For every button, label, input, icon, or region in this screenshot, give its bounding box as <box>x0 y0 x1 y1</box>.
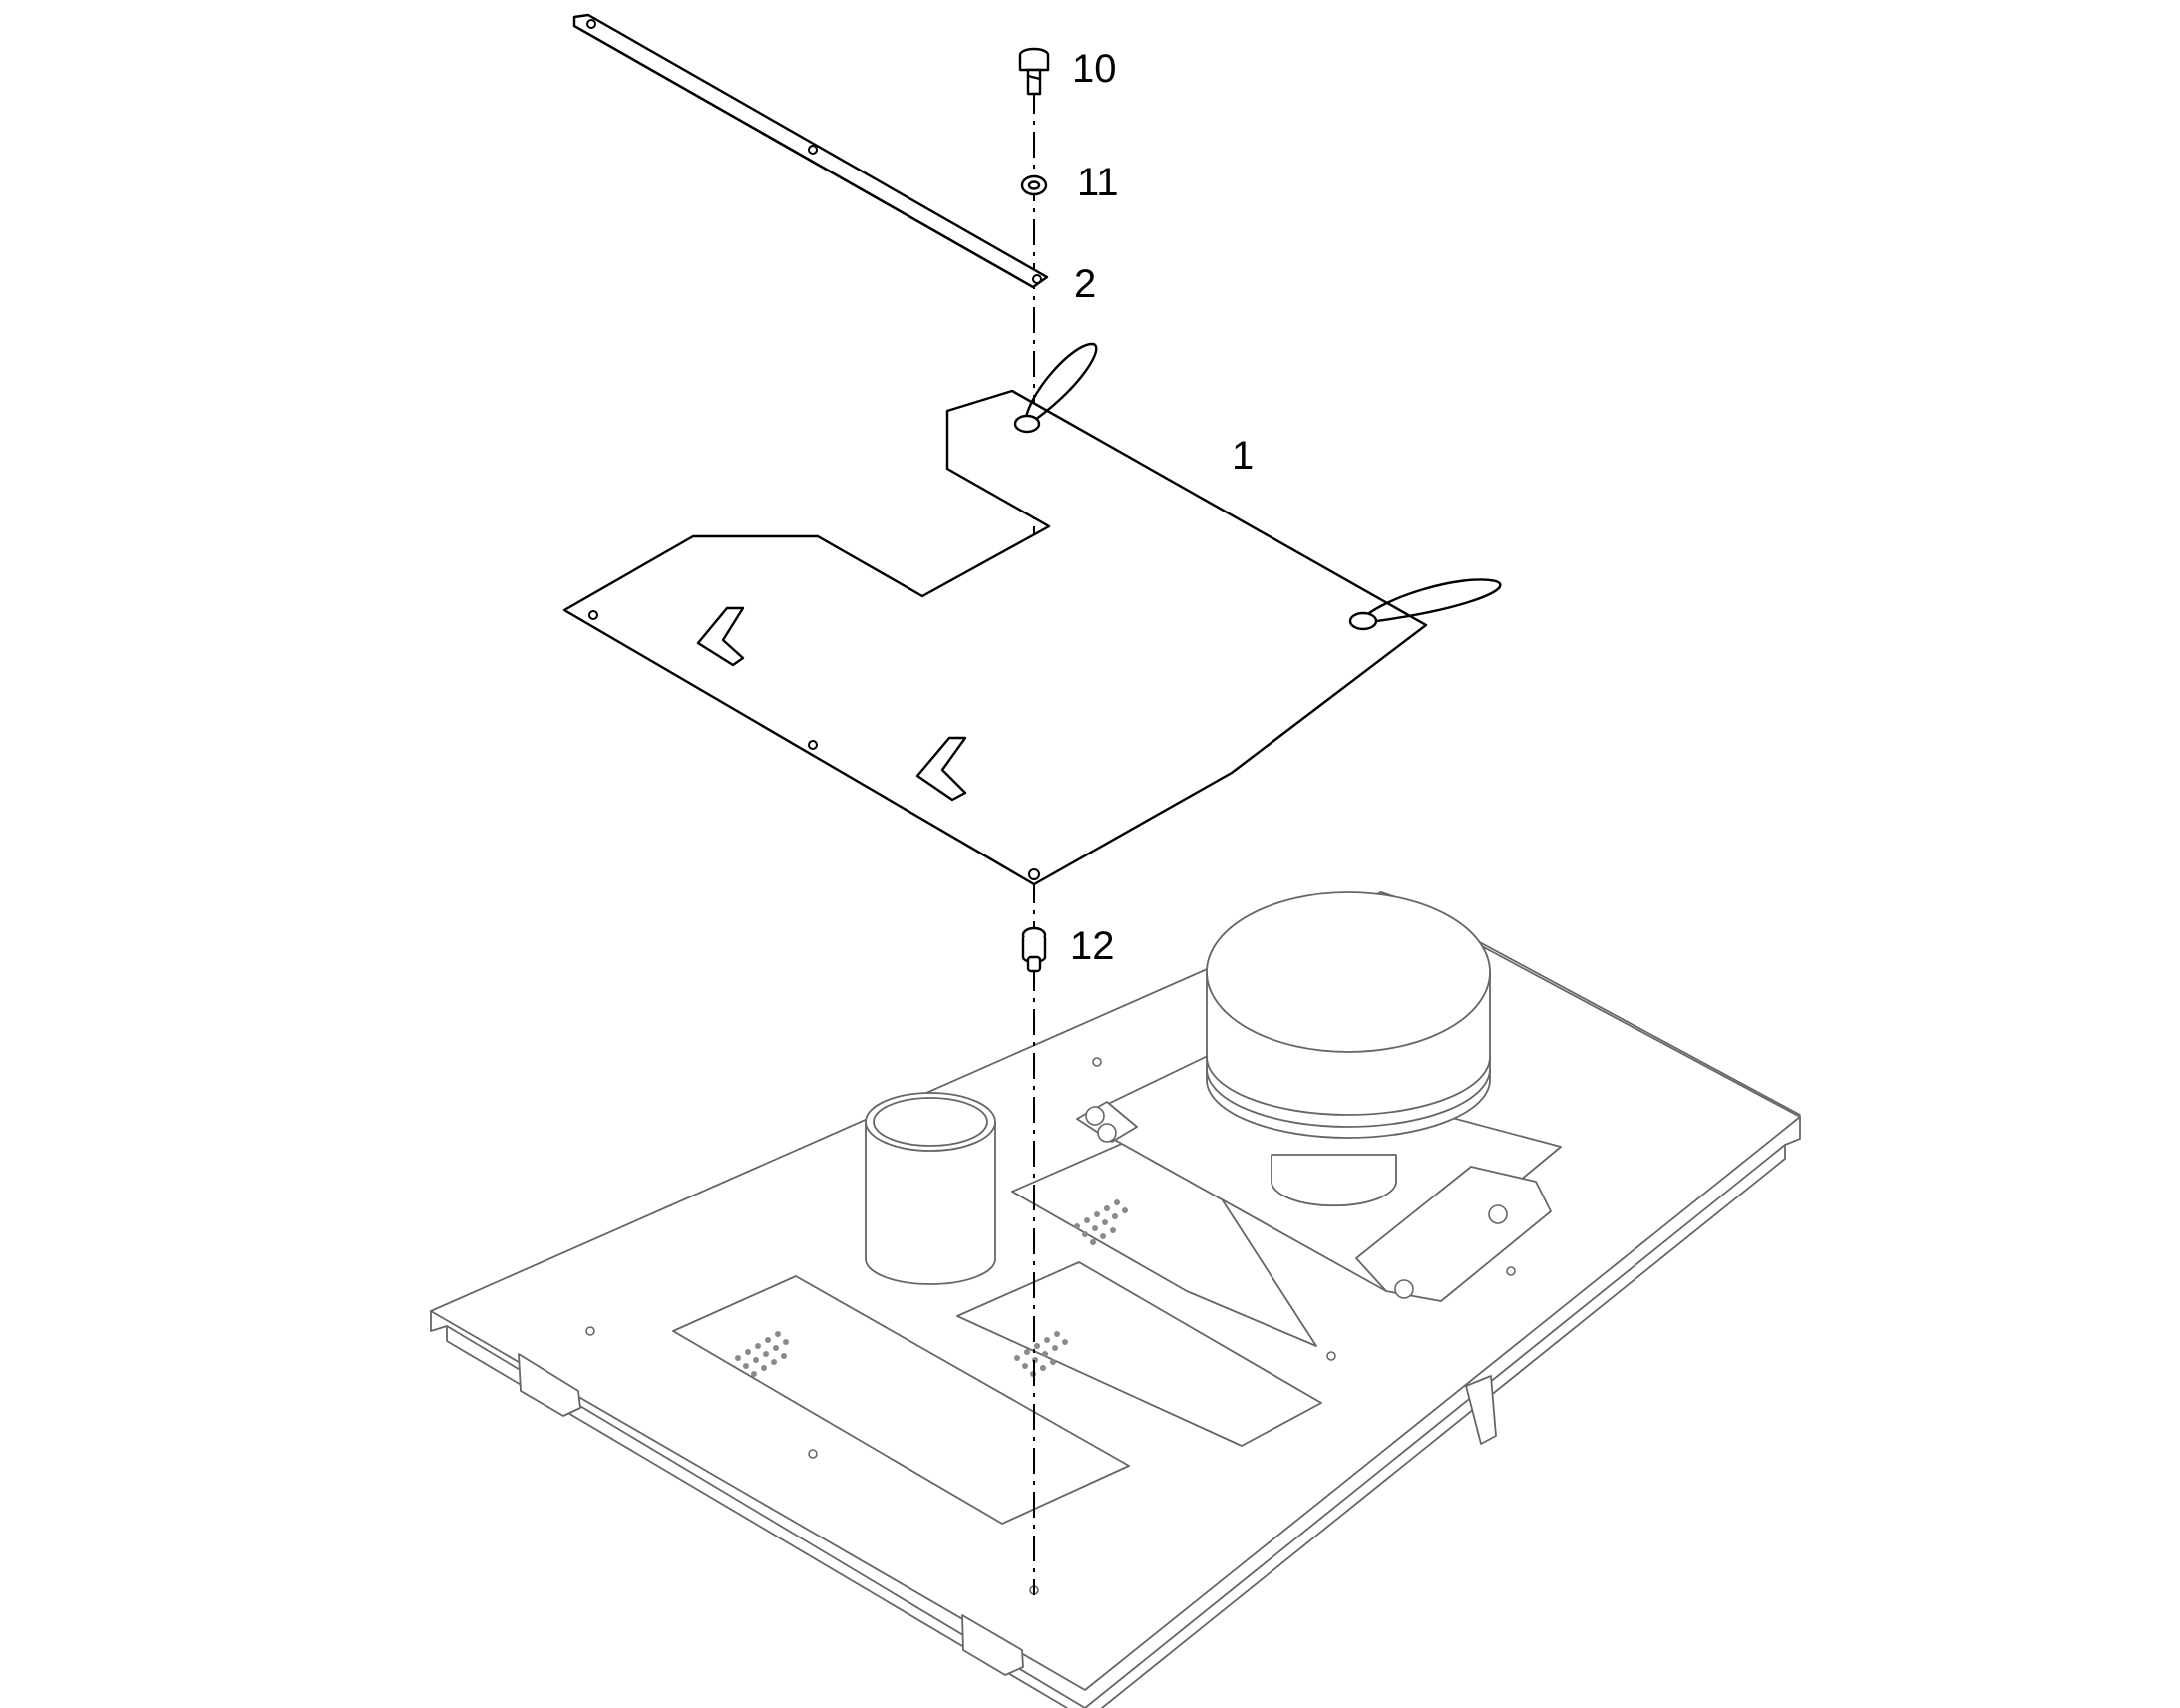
tray-hole <box>1092 1057 1102 1067</box>
tray-right-lip-inner <box>1101 1144 1786 1708</box>
plate-hole <box>588 610 598 620</box>
part-10-bolt <box>1018 47 1050 96</box>
base-tray-assembly <box>430 891 1801 1708</box>
callout-1: 1 <box>1232 434 1254 478</box>
tray-left-lip-inner <box>446 1325 1068 1708</box>
part-11-washer <box>1020 174 1048 196</box>
strap-hole <box>808 145 818 155</box>
tray-hole <box>1326 1351 1336 1361</box>
callout-11: 11 <box>1077 161 1119 204</box>
part-12-grommet <box>1021 926 1047 973</box>
lifting-loop-right <box>1359 578 1502 625</box>
tray-hole <box>808 1449 818 1459</box>
part-1-cover-plate <box>562 342 1502 886</box>
spring-clip-left <box>696 606 745 667</box>
spring-clip-front <box>915 736 967 802</box>
tray-hole <box>1506 1266 1516 1276</box>
lifting-loop-right-base <box>1348 611 1378 631</box>
callout-10: 10 <box>1072 47 1117 91</box>
perforated-panel-rear <box>956 1261 1322 1447</box>
perforated-panel-back <box>1011 1121 1317 1347</box>
filter-bracket-tab-right <box>1355 1166 1552 1302</box>
strap-hole <box>1032 274 1042 284</box>
handle-front <box>961 1614 1024 1676</box>
air-filter-canister <box>1206 891 1491 1207</box>
callout-12: 12 <box>1070 924 1115 968</box>
tray-hole <box>585 1326 595 1336</box>
perforated-panel-front <box>672 1275 1130 1525</box>
lifting-loop-upper-base <box>1013 414 1041 434</box>
handle-left <box>518 1353 581 1417</box>
part-2-strap <box>572 13 1049 289</box>
plate-hole <box>808 740 818 750</box>
bracket-right <box>1465 1375 1497 1445</box>
plate-hole <box>1028 868 1040 880</box>
tray-right-lip <box>1084 1116 1801 1708</box>
callout-2: 2 <box>1074 262 1096 306</box>
intake-pipe <box>865 1092 996 1285</box>
tray-left-lip <box>430 1310 1086 1708</box>
bracket-bolt <box>1097 1123 1117 1143</box>
bracket-bolt <box>1394 1279 1414 1299</box>
bracket-bolt <box>1085 1106 1105 1126</box>
lifting-loop-upper <box>1023 342 1098 429</box>
strap-hole <box>586 19 596 29</box>
bracket-bolt <box>1488 1204 1508 1224</box>
